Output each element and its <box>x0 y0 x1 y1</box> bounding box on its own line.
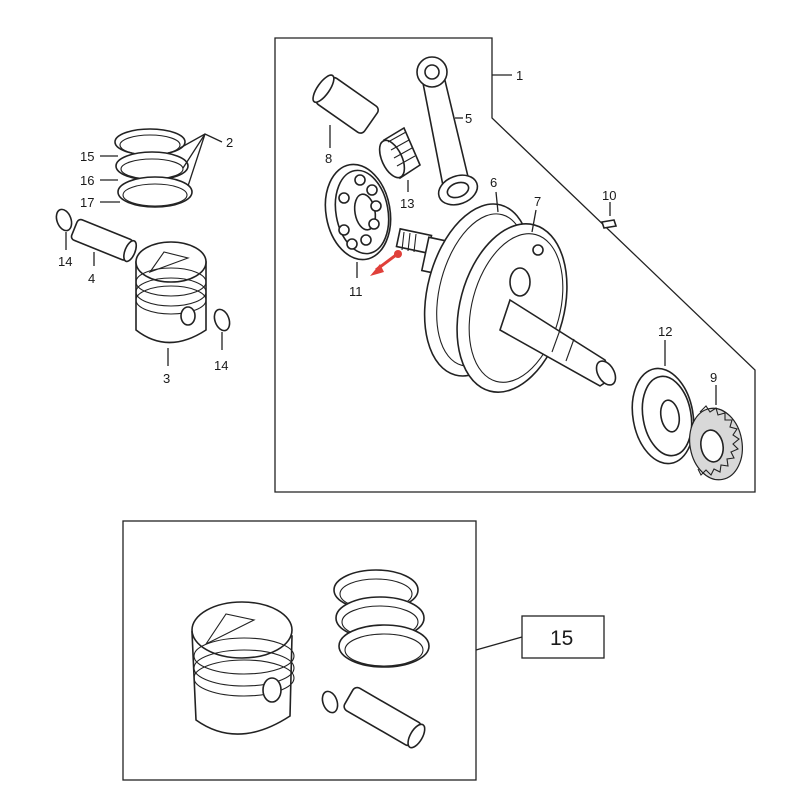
inset-label: 15 <box>550 627 573 650</box>
piston-kit-inset-frame <box>122 520 477 781</box>
piston-pin-small-part <box>70 218 138 263</box>
leader-7 <box>531 209 537 233</box>
callout-4: 4 <box>88 271 95 286</box>
inset-piston-part <box>191 601 295 735</box>
callout-6: 6 <box>490 175 497 190</box>
needle-bearing-part <box>378 126 422 180</box>
circlip-left-part <box>55 208 73 232</box>
inset-piston-pin-part <box>343 686 426 749</box>
drive-gear-part <box>689 405 743 481</box>
callout-3: 3 <box>163 371 170 386</box>
connecting-rod-part <box>416 56 479 206</box>
inset-circlip-part <box>321 690 339 714</box>
ball-bearing-right-part <box>631 367 695 465</box>
callout-14b: 14 <box>214 358 228 373</box>
inset-label-box <box>521 615 605 659</box>
ball-bearing-left-part <box>324 163 392 261</box>
callout-12: 12 <box>658 324 672 339</box>
callout-11: 11 <box>349 284 363 299</box>
piston-pin-part <box>312 74 379 134</box>
callout-8: 8 <box>325 151 332 166</box>
circlip-right-part <box>213 308 231 332</box>
woodruff-key-part <box>600 219 618 229</box>
inset-piston-rings-part <box>333 569 430 668</box>
callout-15: 15 <box>80 149 94 164</box>
leader-2b <box>182 133 206 169</box>
callout-2: 2 <box>226 135 233 150</box>
crankshaft-assembly-frame <box>274 37 756 493</box>
callout-13: 13 <box>400 196 414 211</box>
callout-17: 17 <box>80 195 94 210</box>
leader-6 <box>495 191 499 213</box>
callout-14a: 14 <box>58 254 72 269</box>
piston-part <box>135 241 207 344</box>
leader-2c <box>187 133 206 187</box>
piston-rings-part <box>114 128 193 208</box>
crankshaft-part <box>395 203 617 393</box>
callout-7: 7 <box>534 194 541 209</box>
leader-inset <box>475 636 523 651</box>
callout-5: 5 <box>465 111 472 126</box>
highlight-arrow <box>370 250 402 276</box>
callout-9: 9 <box>710 370 717 385</box>
callout-1: 1 <box>516 68 523 83</box>
callout-16: 16 <box>80 173 94 188</box>
callout-10: 10 <box>602 188 616 203</box>
